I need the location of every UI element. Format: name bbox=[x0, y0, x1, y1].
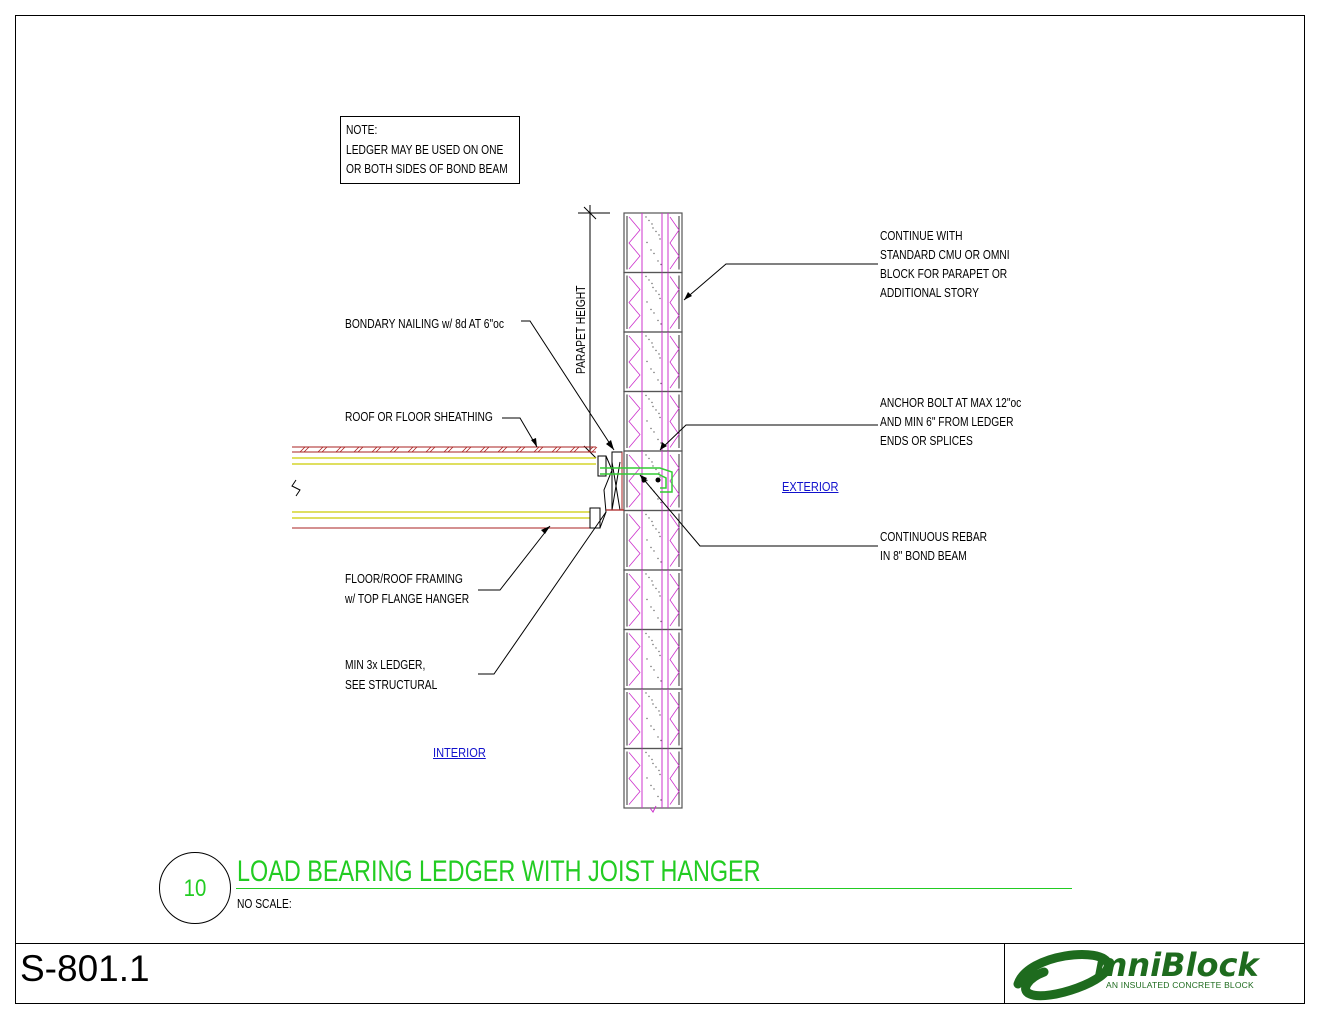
sheathing-hatch bbox=[353, 446, 360, 453]
block-course bbox=[623, 331, 683, 393]
detail-number: 10 bbox=[183, 875, 207, 902]
drawing-sheet-border bbox=[15, 15, 1305, 1004]
ledger bbox=[606, 452, 624, 511]
callout-nailing: BONDARY NAILING w/ 8d AT 6"oc bbox=[345, 317, 504, 331]
callout-line: ADDITIONAL STORY bbox=[880, 286, 979, 300]
sheathing-hatch bbox=[569, 446, 576, 453]
parapet-height-label: PARAPET HEIGHT bbox=[574, 285, 588, 374]
sheathing-hatch bbox=[443, 446, 450, 453]
anchor-bolt bbox=[600, 467, 673, 493]
sheathing-hatch bbox=[407, 446, 414, 453]
leader-lines bbox=[478, 263, 878, 675]
sheathing-hatch bbox=[537, 446, 544, 453]
omni-block-logo: mniBlock bbox=[1013, 946, 1260, 1001]
sheathing-hatch bbox=[483, 446, 490, 453]
top-flange-hanger bbox=[589, 451, 623, 529]
sheathing-hatch bbox=[371, 446, 378, 453]
logo-tagline: AN INSULATED CONCRETE BLOCK bbox=[1106, 980, 1254, 990]
callout-line: CONTINUE WITH bbox=[880, 229, 963, 243]
scale-note: NO SCALE: bbox=[237, 897, 292, 911]
sheathing-hatch bbox=[335, 446, 342, 453]
note-line: LEDGER MAY BE USED ON ONE bbox=[346, 142, 504, 157]
block-course bbox=[623, 271, 683, 333]
title-block-divider bbox=[15, 943, 1305, 944]
block-course bbox=[623, 390, 683, 452]
sheathing-hatch bbox=[357, 446, 364, 453]
callout-line: AND MIN 6" FROM LEDGER bbox=[880, 415, 1014, 429]
block-course bbox=[623, 569, 683, 631]
sheathing-hatch bbox=[339, 446, 346, 453]
floor-joist bbox=[291, 446, 598, 529]
exterior-link[interactable]: EXTERIOR bbox=[782, 479, 839, 494]
note-line: OR BOTH SIDES OF BOND BEAM bbox=[346, 162, 508, 176]
sheathing-hatch bbox=[447, 446, 454, 453]
sheathing-hatch bbox=[591, 446, 598, 453]
logo-wordmark: mniBlock bbox=[1094, 946, 1260, 984]
sheathing-hatch bbox=[411, 446, 418, 453]
callout-line: STANDARD CMU OR OMNI bbox=[880, 248, 1010, 262]
note-box: NOTE: LEDGER MAY BE USED ON ONE OR BOTH … bbox=[340, 116, 520, 184]
callout-line: ENDS OR SPLICES bbox=[880, 434, 973, 448]
block-course bbox=[623, 688, 683, 750]
interior-link[interactable]: INTERIOR bbox=[433, 745, 486, 760]
sheathing-hatch bbox=[317, 446, 324, 453]
sheathing-hatch bbox=[393, 446, 400, 453]
callout-line: FLOOR/ROOF FRAMING bbox=[345, 572, 463, 586]
callout-line: CONTINUOUS REBAR bbox=[880, 530, 988, 544]
sheathing-hatch bbox=[501, 446, 508, 453]
sheathing-hatch bbox=[551, 446, 558, 453]
callout-sheathing: ROOF OR FLOOR SHEATHING bbox=[345, 410, 493, 424]
block-course bbox=[623, 450, 683, 512]
callout-line: BLOCK FOR PARAPET OR bbox=[880, 267, 1008, 281]
block-course bbox=[623, 628, 683, 690]
callout-line: SEE STRUCTURAL bbox=[345, 678, 438, 692]
leader-arrowheads bbox=[531, 292, 692, 534]
block-course bbox=[623, 509, 683, 571]
sheathing-hatch bbox=[519, 446, 526, 453]
sheathing-hatch bbox=[425, 446, 432, 453]
callout-line: w/ TOP FLANGE HANGER bbox=[345, 592, 470, 606]
sheathing-hatch bbox=[573, 446, 580, 453]
sheathing-hatch bbox=[555, 446, 562, 453]
break-mark bbox=[649, 805, 657, 813]
sheathing-hatch bbox=[321, 446, 328, 453]
sheathing-hatch bbox=[375, 446, 382, 453]
cmu-wall bbox=[623, 212, 683, 813]
title-block-separator bbox=[1004, 943, 1005, 1004]
sheathing-hatch bbox=[461, 446, 468, 453]
sheathing-hatch bbox=[429, 446, 436, 453]
sheathing-hatch bbox=[479, 446, 486, 453]
block-course bbox=[623, 212, 683, 274]
sheathing-hatch bbox=[389, 446, 396, 453]
note-line: NOTE: bbox=[346, 123, 378, 137]
sheathing-hatch bbox=[587, 446, 594, 453]
sheathing-hatch bbox=[533, 446, 540, 453]
detail-title: LOAD BEARING LEDGER WITH JOIST HANGER bbox=[237, 855, 761, 888]
callout-line: IN 8" BOND BEAM bbox=[880, 549, 967, 563]
detail-number-bubble: 10 bbox=[159, 852, 231, 924]
sheet-number: S-801.1 bbox=[20, 948, 150, 989]
sheathing-hatch bbox=[303, 446, 310, 453]
block-course bbox=[623, 747, 683, 809]
callout-line: ANCHOR BOLT AT MAX 12"oc bbox=[880, 396, 1022, 410]
sheathing-hatch bbox=[465, 446, 472, 453]
parapet-height-dimension bbox=[578, 205, 610, 459]
title-underline bbox=[236, 888, 1072, 889]
sheathing-hatch bbox=[497, 446, 504, 453]
sheathing-hatch bbox=[515, 446, 522, 453]
sheathing-hatch bbox=[299, 446, 306, 453]
callout-line: MIN 3x LEDGER, bbox=[345, 658, 426, 672]
rebar-dot bbox=[655, 477, 661, 483]
